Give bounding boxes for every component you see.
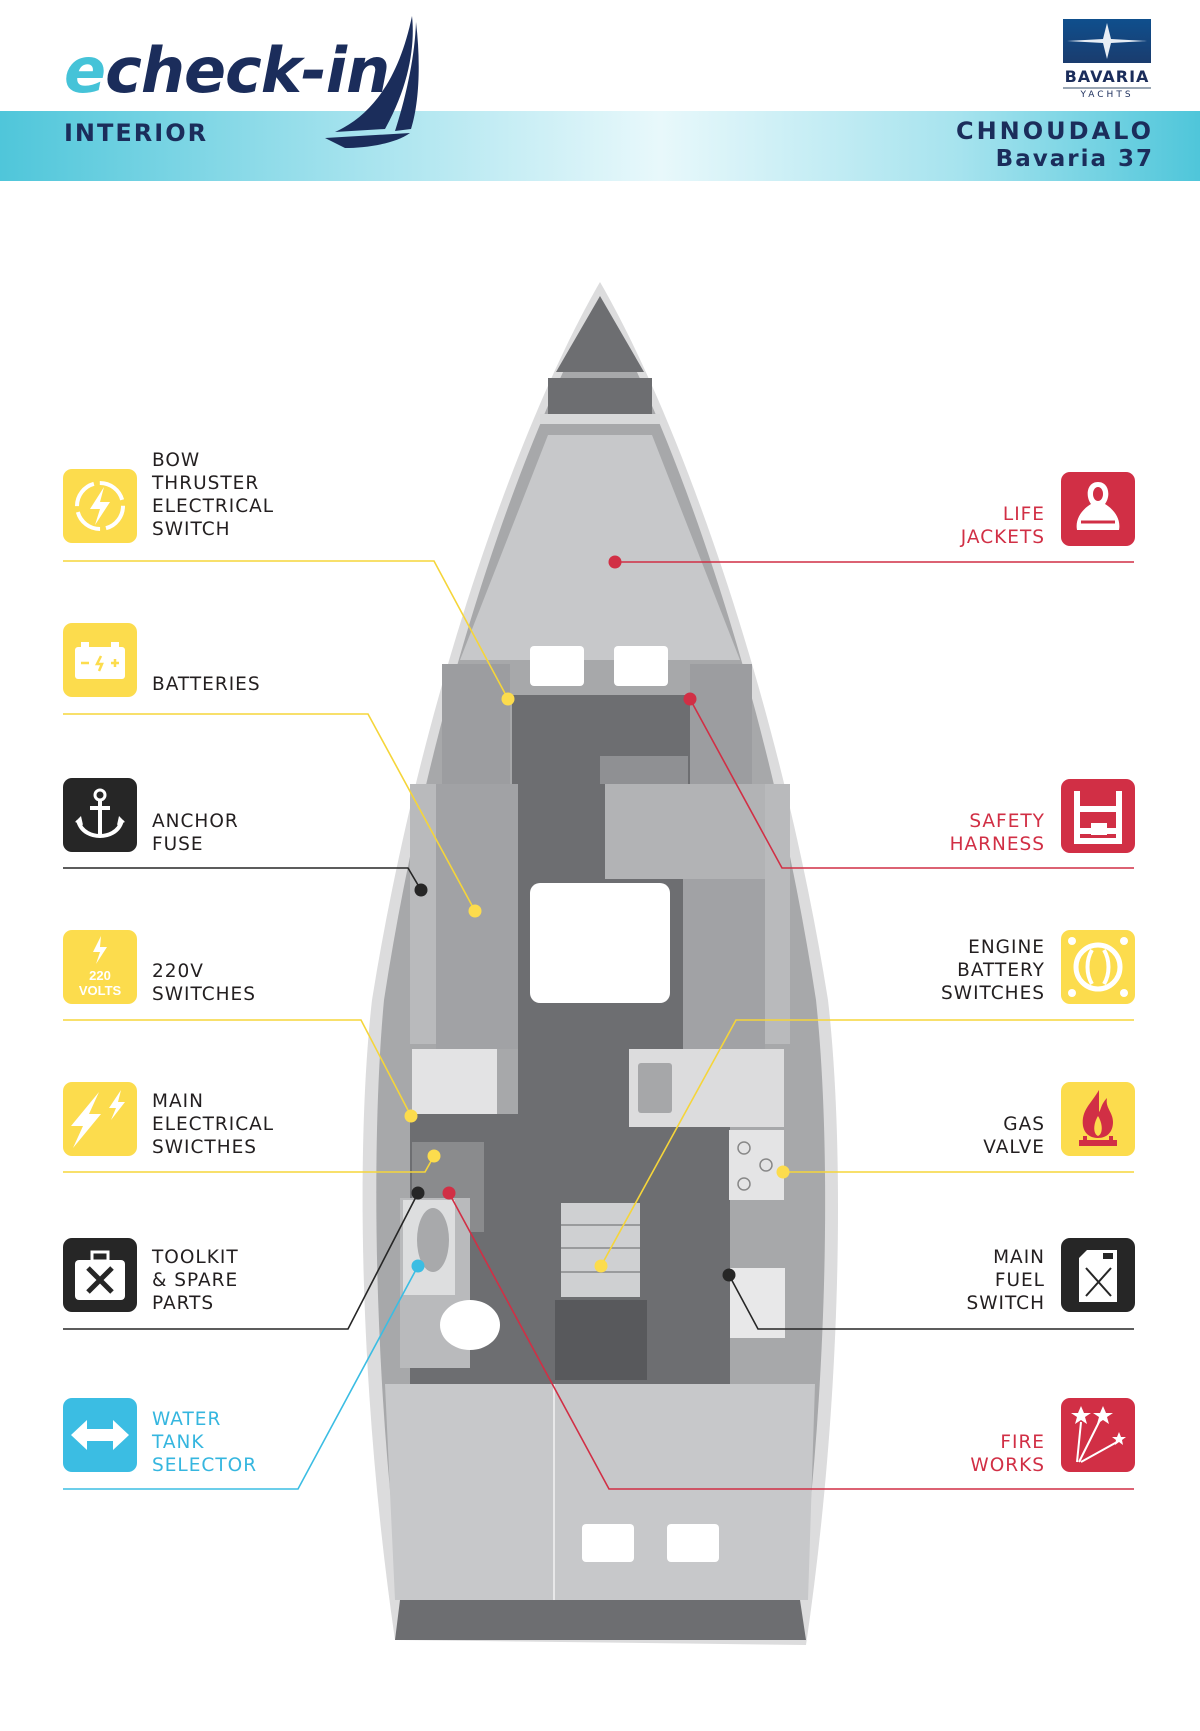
label-fireworks: FIRE WORKS — [970, 1432, 1045, 1476]
svg-text:VOLTS: VOLTS — [79, 983, 122, 998]
label-gas-valve: GAS VALVE — [983, 1114, 1045, 1158]
label-anchor-fuse: ANCHOR FUSE — [152, 811, 239, 855]
marker-water-tank — [411, 1259, 425, 1273]
companionway-stairs — [561, 1203, 640, 1297]
pillow — [614, 646, 668, 686]
boat-model: Bavaria 37 — [995, 146, 1154, 172]
header-band — [0, 111, 1200, 181]
anchor-icon — [63, 778, 137, 852]
compass-star-icon — [1063, 19, 1151, 63]
double-arrow-icon — [63, 1398, 137, 1472]
toolkit-icon — [63, 1238, 137, 1312]
forward-cabin — [460, 435, 740, 660]
pillow — [582, 1524, 634, 1562]
marker-220v — [404, 1109, 418, 1123]
label-bow-thruster: BOW THRUSTER ELECTRICAL SWITCH — [152, 450, 275, 540]
marker-life-jackets — [608, 555, 622, 569]
battery-icon — [63, 623, 137, 697]
marker-safety-harness — [683, 692, 697, 706]
marker-toolkit — [411, 1186, 425, 1200]
label-fuel-switch: MAIN FUEL SWITCH — [966, 1247, 1045, 1314]
life-jacket-icon — [1061, 472, 1135, 546]
marker-fireworks — [442, 1186, 456, 1200]
leader-engine-battery — [600, 1019, 1134, 1267]
gas-flame-icon — [1061, 1082, 1135, 1156]
leader-fuel-switch — [728, 1274, 1134, 1330]
marker-anchor-fuse — [414, 883, 428, 897]
bolt-circle-icon — [63, 469, 137, 543]
leader-batteries — [63, 713, 476, 912]
leader-safety-harness — [689, 698, 1134, 869]
label-220v-switches: 220V SWITCHES — [152, 961, 256, 1005]
stove — [729, 1130, 784, 1200]
pillow — [530, 646, 584, 686]
toilet — [440, 1300, 500, 1350]
label-safety-harness: SAFETY HARNESS — [949, 811, 1045, 855]
marker-batteries — [468, 904, 482, 918]
fuel-can-icon — [1061, 1238, 1135, 1312]
fireworks-icon — [1061, 1398, 1135, 1472]
aft-cabins — [385, 1384, 815, 1600]
battery-switch-icon — [1061, 930, 1135, 1004]
marker-engine-battery — [594, 1259, 608, 1273]
leader-water-tank — [63, 1265, 419, 1490]
label-engine-battery: ENGINE BATTERY SWITCHES — [941, 937, 1045, 1004]
marker-bow-thruster — [501, 692, 515, 706]
label-main-electrical: MAIN ELECTRICAL SWICTHES — [152, 1091, 275, 1158]
marker-fuel-switch — [722, 1268, 736, 1282]
label-batteries: BATTERIES — [152, 674, 261, 695]
harness-icon — [1061, 779, 1135, 853]
pillow — [667, 1524, 719, 1562]
marker-main-electrical — [427, 1149, 441, 1163]
leader-toolkit — [63, 1192, 419, 1330]
marker-gas-valve — [776, 1165, 790, 1179]
sailboat-logo-icon — [325, 16, 419, 148]
boat-info: CHNOUDALO Bavaria 37 — [956, 117, 1154, 173]
double-bolt-icon — [63, 1082, 137, 1156]
leader-anchor-fuse — [63, 867, 422, 891]
sink — [638, 1063, 672, 1113]
svg-text:220: 220 — [89, 968, 111, 983]
echeckin-logo: echeck-in — [64, 34, 390, 107]
boat-name: CHNOUDALO — [955, 117, 1154, 145]
bavaria-logo: BAVARIA YACHTS — [1063, 19, 1151, 100]
label-toolkit: TOOLKIT & SPARE PARTS — [152, 1247, 239, 1314]
engine-box — [555, 1300, 647, 1380]
label-life-jackets: LIFE JACKETS — [960, 504, 1045, 548]
leader-fireworks — [448, 1192, 1134, 1490]
saloon-table — [530, 883, 670, 1003]
leader-bow-thruster — [63, 560, 509, 700]
bow-locker — [556, 296, 644, 372]
leader-220v — [63, 1019, 412, 1117]
section-title: INTERIOR — [64, 119, 209, 147]
label-water-tank: WATER TANK SELECTOR — [152, 1409, 258, 1476]
